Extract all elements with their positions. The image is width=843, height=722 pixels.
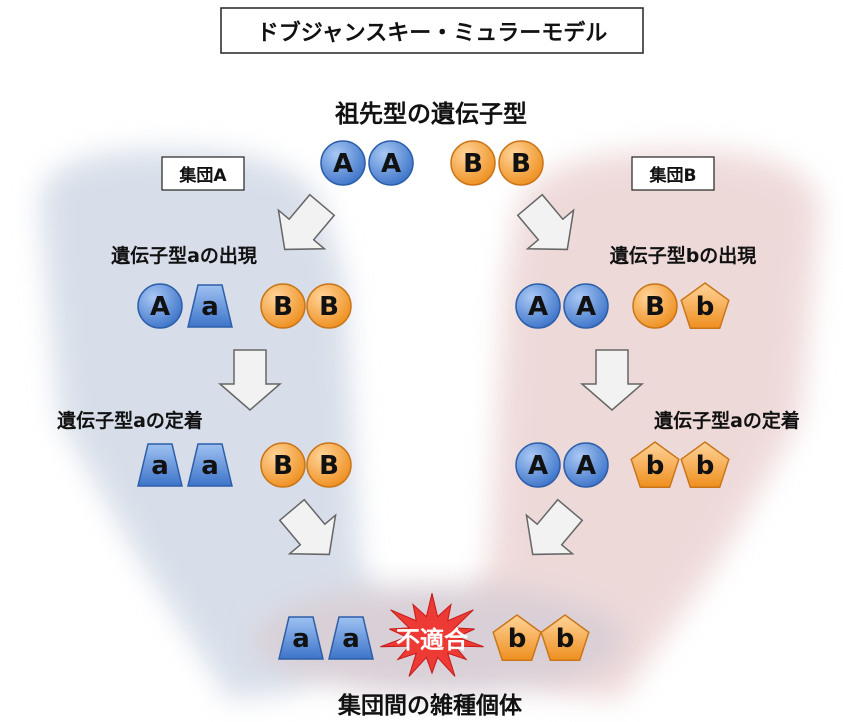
- allele-letter: a: [201, 292, 219, 322]
- allele-pentagon: [680, 441, 730, 488]
- allele-letter: a: [201, 451, 219, 481]
- allele-trapezoid: [137, 443, 183, 487]
- arrow-left-1: [277, 193, 336, 251]
- allele-circle: [260, 283, 306, 329]
- title-box: ドブジャンスキー・ミュラーモデル: [220, 7, 644, 54]
- allele-letter: A: [528, 451, 548, 481]
- allele-trapezoid: [187, 284, 233, 328]
- allele-token-4: A: [137, 283, 183, 329]
- arrow-right-1: [516, 193, 575, 251]
- allele-letter: B: [511, 149, 531, 179]
- allele-circle: [450, 140, 496, 186]
- allele-circle: [563, 442, 609, 488]
- allele-letter: A: [576, 292, 596, 322]
- b-appear-label: 遺伝子型bの出現: [610, 244, 757, 267]
- allele-token-18: b: [630, 441, 680, 488]
- hybrid-label: 集団間の雑種個体: [337, 692, 523, 719]
- allele-token-0: A: [320, 140, 366, 186]
- allele-token-20: a: [278, 616, 324, 660]
- allele-token-17: A: [563, 442, 609, 488]
- allele-circle: [515, 442, 561, 488]
- allele-letter: A: [576, 451, 596, 481]
- allele-letter: B: [319, 292, 339, 322]
- allele-letter: b: [508, 624, 527, 654]
- allele-token-5: a: [187, 284, 233, 328]
- allele-letter: B: [463, 149, 483, 179]
- allele-token-21: a: [328, 616, 374, 660]
- allele-circle: [498, 140, 544, 186]
- allele-circle: [137, 283, 183, 329]
- a-appear-label: 遺伝子型aの出現: [111, 244, 257, 267]
- allele-token-13: a: [187, 443, 233, 487]
- allele-token-9: A: [563, 283, 609, 329]
- allele-pentagon: [540, 614, 590, 661]
- allele-letter: A: [150, 292, 170, 322]
- allele-trapezoid: [187, 443, 233, 487]
- allele-circle: [306, 442, 352, 488]
- allele-letter: b: [696, 292, 715, 322]
- title-text: ドブジャンスキー・ミュラーモデル: [257, 20, 607, 46]
- allele-token-2: B: [450, 140, 496, 186]
- group-b-box: 集団B: [631, 156, 715, 191]
- allele-letter: B: [645, 292, 665, 322]
- allele-pentagon: [680, 282, 730, 329]
- arrow-left-3: [278, 498, 337, 556]
- allele-token-15: B: [306, 442, 352, 488]
- allele-letter: A: [333, 149, 353, 179]
- allele-token-19: b: [680, 441, 730, 488]
- allele-token-14: B: [260, 442, 306, 488]
- arrow-right-2: [579, 349, 645, 411]
- allele-token-3: B: [498, 140, 544, 186]
- allele-letter: A: [381, 149, 401, 179]
- a-fix-label-right: 遺伝子型aの定着: [654, 409, 800, 432]
- allele-letter: a: [292, 624, 310, 654]
- allele-token-22: b: [492, 614, 542, 661]
- allele-token-10: B: [632, 283, 678, 329]
- population-b-region: [470, 150, 820, 700]
- incompatible-label: 不適合: [396, 626, 469, 654]
- allele-token-16: A: [515, 442, 561, 488]
- allele-letter: B: [273, 292, 293, 322]
- allele-token-11: b: [680, 282, 730, 329]
- allele-token-23: b: [540, 614, 590, 661]
- allele-token-1: A: [368, 140, 414, 186]
- allele-letter: b: [556, 624, 575, 654]
- arrows: [217, 193, 645, 556]
- allele-circle: [320, 140, 366, 186]
- allele-circle: [563, 283, 609, 329]
- allele-token-8: A: [515, 283, 561, 329]
- allele-letter: B: [319, 451, 339, 481]
- arrow-left-2: [217, 349, 283, 411]
- allele-pentagon: [630, 441, 680, 488]
- incompatibility-burst: 不適合: [380, 593, 484, 677]
- allele-letter: b: [696, 451, 715, 481]
- allele-trapezoid: [278, 616, 324, 660]
- allele-circle: [515, 283, 561, 329]
- allele-token-7: B: [306, 283, 352, 329]
- allele-letter: a: [342, 624, 360, 654]
- group-a-box: 集団A: [161, 156, 245, 191]
- ancestor-label: 祖先型の遺伝子型: [335, 100, 527, 128]
- group-a-label: 集団A: [178, 165, 227, 186]
- allele-token-12: a: [137, 443, 183, 487]
- allele-letter: B: [273, 451, 293, 481]
- allele-pentagon: [492, 614, 542, 661]
- allele-letter: b: [646, 451, 665, 481]
- allele-circle: [632, 283, 678, 329]
- group-b-label: 集団B: [649, 165, 697, 186]
- allele-circle: [306, 283, 352, 329]
- allele-trapezoid: [328, 616, 374, 660]
- allele-letter: a: [151, 451, 169, 481]
- arrow-right-3: [525, 498, 584, 556]
- allele-letter: A: [528, 292, 548, 322]
- allele-circle: [260, 442, 306, 488]
- allele-circle: [368, 140, 414, 186]
- allele-token-6: B: [260, 283, 306, 329]
- a-fix-label-left: 遺伝子型aの定着: [57, 409, 203, 432]
